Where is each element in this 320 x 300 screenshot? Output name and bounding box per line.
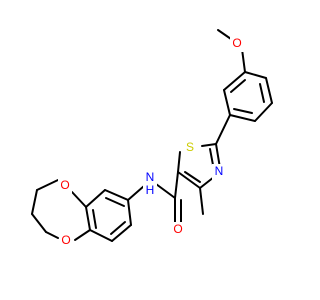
bond-ph-4 xyxy=(229,114,256,122)
bond-group xyxy=(31,29,273,242)
bond-o-c-bottom xyxy=(74,229,91,241)
atom-nh-h-label: H xyxy=(146,183,155,197)
bond-methyl-o xyxy=(217,29,232,40)
bond-ph-thiazole xyxy=(215,114,231,145)
atom-nh-n-label: N xyxy=(146,170,155,184)
bond-ph-6d xyxy=(230,79,246,93)
bond-ph-6 xyxy=(223,71,246,91)
bond-c5-c4 xyxy=(177,171,201,189)
bond-bz-3 xyxy=(85,206,91,231)
atom-s-thiazole: S xyxy=(183,140,197,156)
bond-c-o-top xyxy=(71,191,87,208)
bond-bz-3d xyxy=(92,209,97,229)
bond-bz-5d xyxy=(110,221,126,235)
bond-bz-4 xyxy=(89,229,113,242)
bond-ph-3 xyxy=(254,102,273,122)
molecule-canvas: O S N N H O O xyxy=(31,29,273,249)
bond-c5-carbonyl xyxy=(174,171,179,199)
atom-o-carbonyl: O xyxy=(171,222,185,238)
bond-o-aryl xyxy=(241,48,246,73)
bond-s-c5 xyxy=(177,151,181,173)
bond-ch2-ch2-2 xyxy=(31,213,47,233)
bond-c2-s xyxy=(201,143,217,147)
atom-labels: O S N N H O O xyxy=(58,36,244,249)
bond-bz-2 xyxy=(85,189,106,208)
bond-c5-c4d xyxy=(184,171,201,183)
atom-o-ring-bottom-label: O xyxy=(61,233,70,247)
bond-ph-1 xyxy=(244,71,267,79)
bond-ch2-o-bottom xyxy=(45,231,59,239)
bond-nh-aryl xyxy=(127,185,145,201)
bond-bz-1 xyxy=(104,189,129,201)
bond-bz-5 xyxy=(111,224,132,242)
bond-o-ch2-top xyxy=(36,179,59,191)
atom-n-thiazole: N xyxy=(212,164,226,180)
atom-o-ring-bottom: O xyxy=(59,233,73,249)
bond-c-nh xyxy=(155,183,176,199)
atom-nh-amide: N H xyxy=(143,170,157,199)
molecule-structure: O S N N H O O xyxy=(31,29,273,249)
bond-bz-6 xyxy=(127,199,132,226)
atom-o-ring-top: O xyxy=(58,178,72,194)
bond-c4-n xyxy=(199,176,215,189)
atom-o-carbonyl-label: O xyxy=(173,222,182,236)
bond-ph-4d xyxy=(233,108,253,114)
bond-ph-2 xyxy=(265,77,273,104)
atom-o-methoxy: O xyxy=(230,36,244,52)
bond-n-c2d xyxy=(209,148,214,166)
bond-ch2-ch2 xyxy=(31,189,38,215)
bond-bz-1d xyxy=(105,197,125,207)
bond-ph-5 xyxy=(223,89,231,116)
atom-s-thiazole-label: S xyxy=(186,140,194,154)
atom-o-methoxy-label: O xyxy=(232,36,241,50)
atom-n-thiazole-label: N xyxy=(215,164,224,178)
atom-o-ring-top-label: O xyxy=(60,178,69,192)
bond-c4-methyl xyxy=(199,187,204,215)
bond-ph-2d xyxy=(259,83,265,103)
